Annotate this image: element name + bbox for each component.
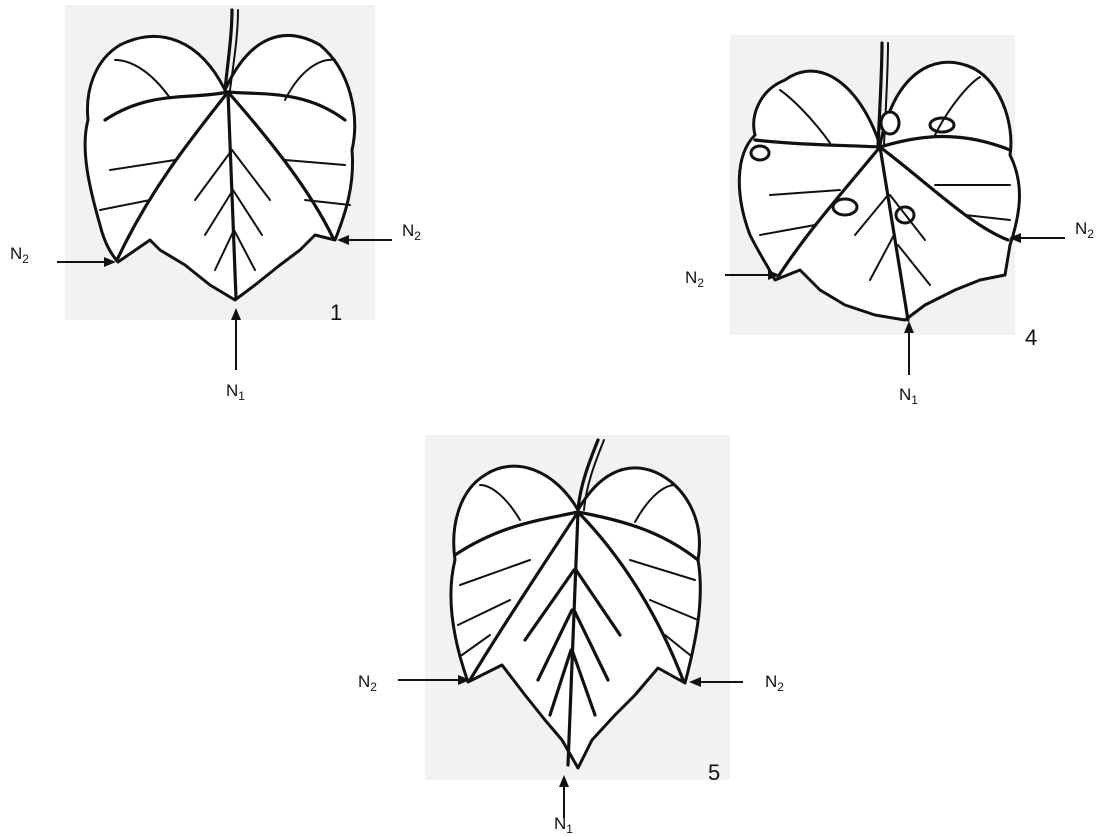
label-n2-right-sub: 2 — [777, 680, 784, 694]
label-n2-right: N2 — [1075, 220, 1094, 240]
label-n1-text: N — [899, 385, 911, 404]
label-n2-left-sub: 2 — [22, 252, 29, 266]
label-n1: N1 — [226, 382, 245, 402]
label-n1-sub: 1 — [911, 393, 918, 407]
label-n2-right-sub: 2 — [1087, 227, 1094, 241]
label-n2-left-text: N — [358, 672, 370, 691]
panel-number: 4 — [1025, 327, 1037, 349]
label-n2-right-text: N — [765, 672, 777, 691]
label-n1-text: N — [226, 381, 238, 400]
label-n2-left-sub: 2 — [697, 276, 704, 290]
label-n1: N1 — [554, 815, 573, 835]
label-n2-right: N2 — [402, 222, 421, 242]
panel-number: 1 — [330, 302, 342, 324]
label-n2-left-sub: 2 — [370, 680, 377, 694]
label-n2-right: N2 — [765, 673, 784, 693]
arrow-icon — [0, 0, 420, 410]
label-n1: N1 — [899, 386, 918, 406]
label-n1-sub: 1 — [238, 389, 245, 403]
label-n2-right-text: N — [1075, 219, 1087, 238]
label-n2-left: N2 — [10, 245, 29, 265]
panel-number: 5 — [708, 762, 720, 784]
label-n1-text: N — [554, 814, 566, 833]
label-n2-left: N2 — [358, 673, 377, 693]
leaf-panel-1: N2 N2 N1 1 — [0, 0, 420, 410]
arrow-icon — [340, 430, 820, 834]
arrow-icon — [680, 35, 1105, 410]
label-n2-right-sub: 2 — [414, 229, 421, 243]
label-n2-right-text: N — [402, 221, 414, 240]
label-n2-left-text: N — [685, 268, 697, 287]
leaf-panel-5: N2 N2 N1 5 — [340, 430, 820, 834]
leaf-panel-4: N2 N2 N1 4 — [680, 35, 1105, 410]
label-n2-left-text: N — [10, 244, 22, 263]
label-n2-left: N2 — [685, 269, 704, 289]
